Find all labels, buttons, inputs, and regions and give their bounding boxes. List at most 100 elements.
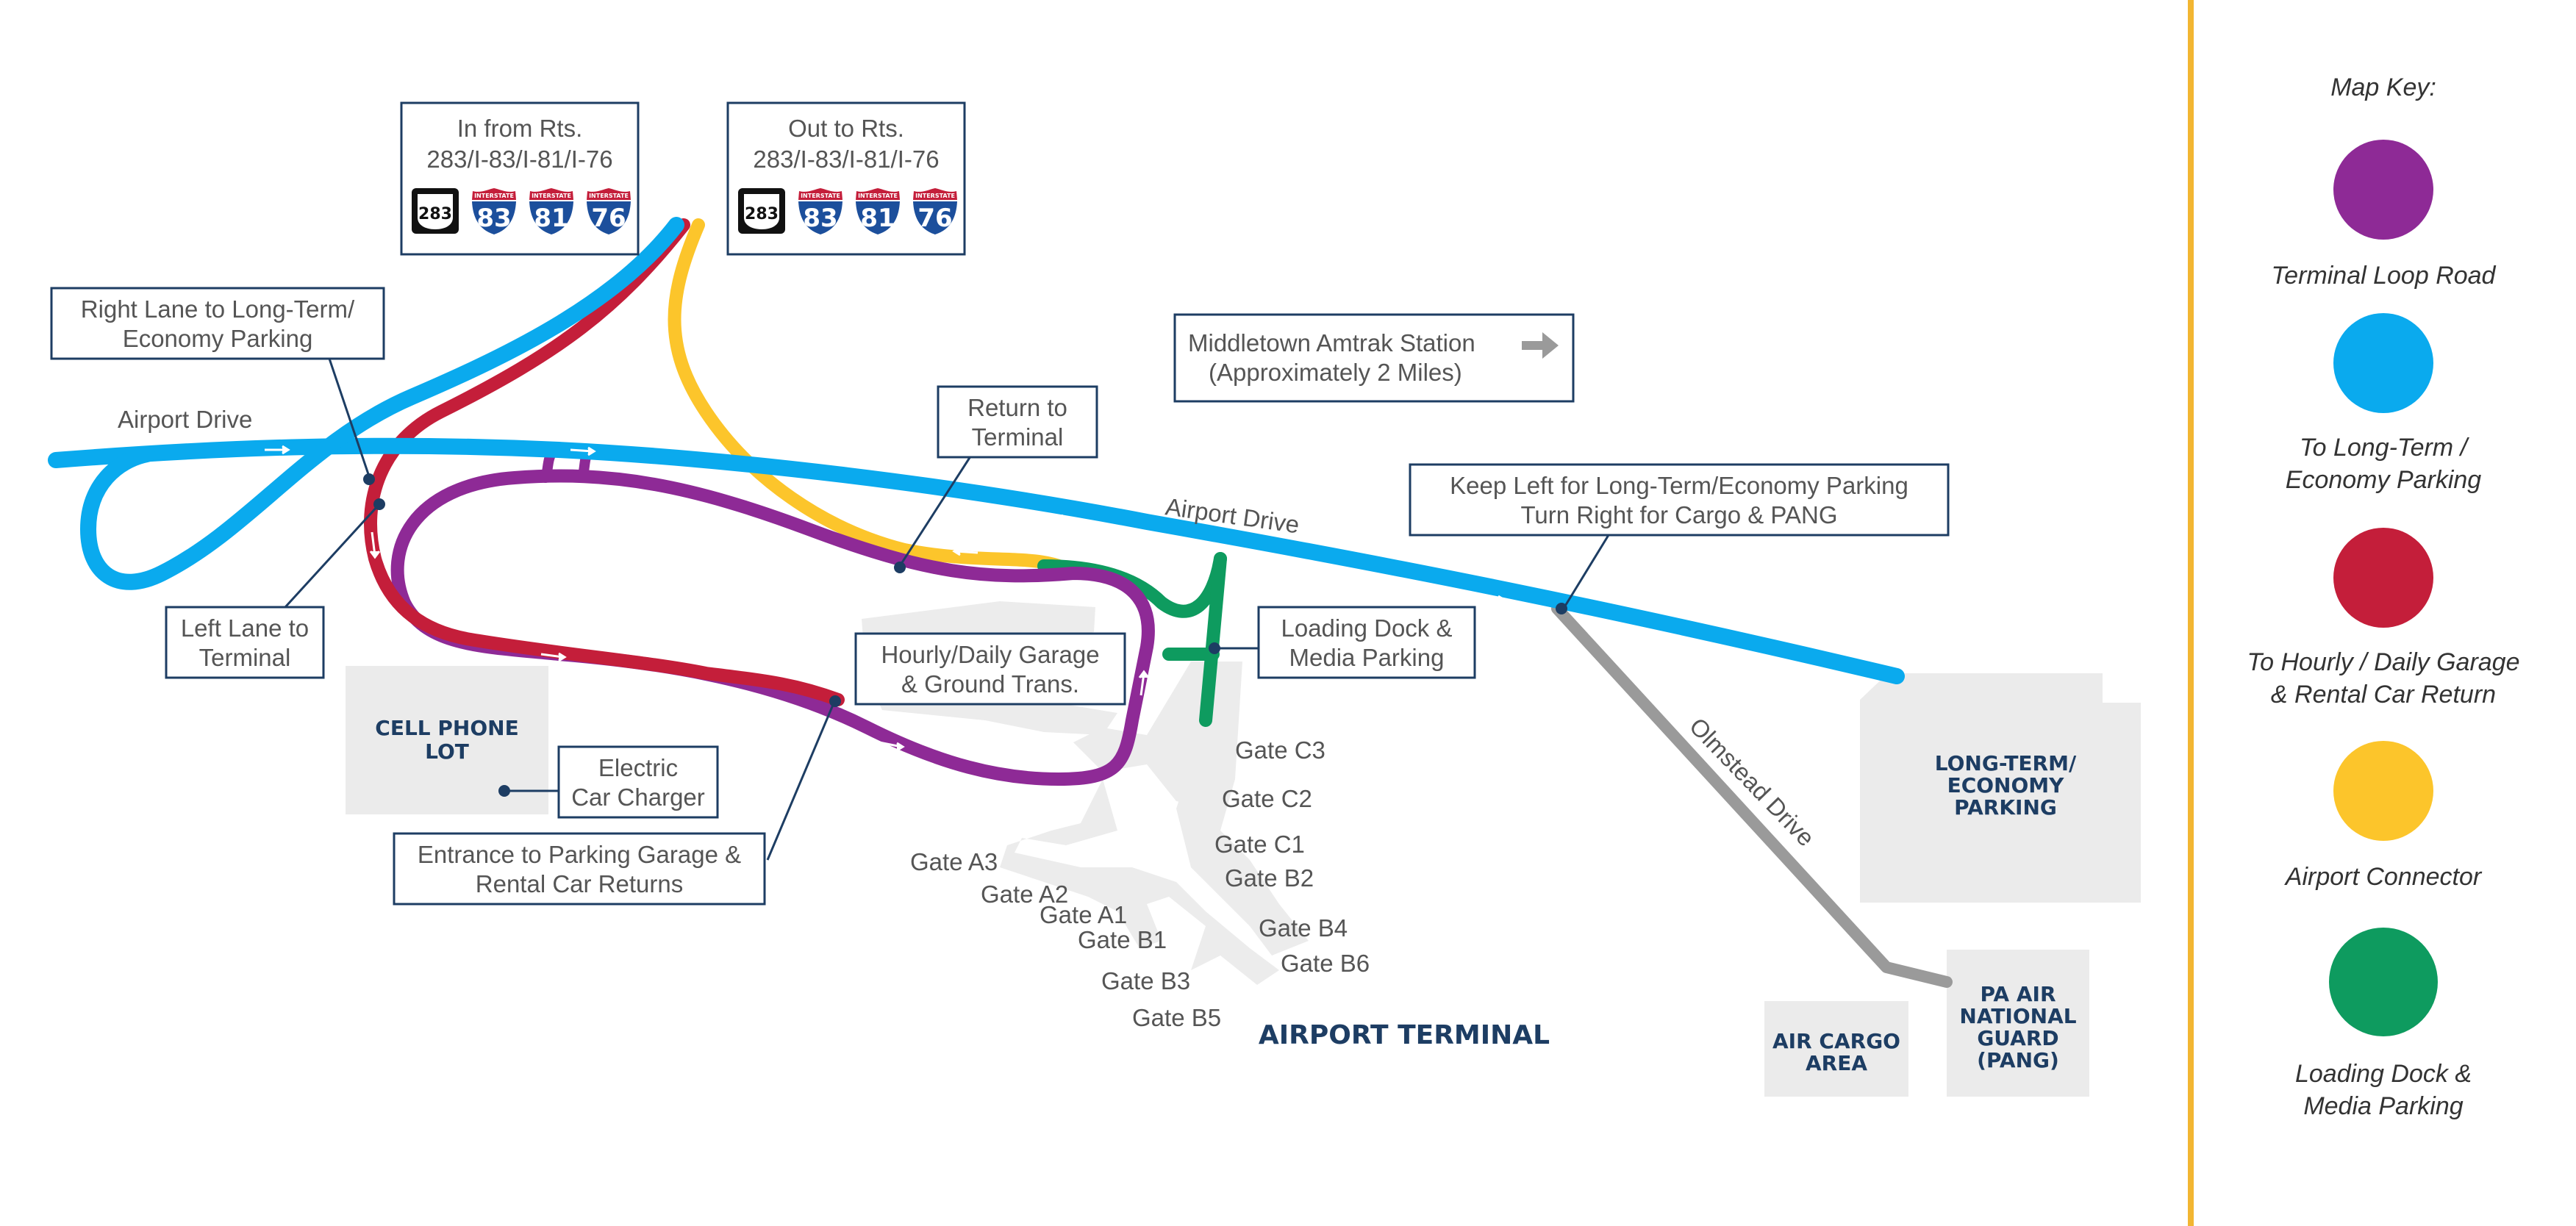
callout-return-terminal: Return to Terminal [937,385,1098,459]
key-swatch-terminal-loop [2333,140,2433,240]
svg-text:Left Lane to: Left Lane to [181,614,309,642]
svg-text:ECONOMY: ECONOMY [1947,773,2065,797]
svg-text:Economy Parking: Economy Parking [123,325,313,352]
svg-text:Loading Dock &: Loading Dock & [1281,614,1453,642]
shield-banner: INTERSTATE [915,193,955,199]
map-key-title: Map Key: [2330,74,2436,101]
svg-text:& Ground Trans.: & Ground Trans. [901,670,1079,698]
callout-hourly-garage: Hourly/Daily Garage & Ground Trans. [854,632,1126,706]
svg-text:Return to: Return to [967,394,1067,421]
gate-label: Gate B4 [1259,914,1348,942]
interstate-shield-icon: INTERSTATE 81 [854,185,902,237]
shield-number: 76 [591,204,626,233]
gate-labels: Gate C3 Gate C2 Gate C1 Gate B2 Gate B4 … [910,736,1370,1031]
pang-area [1947,950,2089,1097]
svg-text:Hourly/Daily Garage: Hourly/Daily Garage [881,641,1099,668]
callout-entrance-garage: Entrance to Parking Garage & Rental Car … [393,832,766,906]
pang-label: PA AIR NATIONAL GUARD (PANG) [1959,982,2076,1072]
shield-number: 83 [803,204,837,233]
svg-text:LOT: LOT [425,739,469,764]
route-shields-in: 283 INTERSTATE 83 INTERSTATE 81 INTERSTATE 76 [412,185,633,237]
long-term-parking-label: LONG-TERM/ ECONOMY PARKING [1935,751,2077,820]
key-label: Loading Dock & [2295,1060,2472,1088]
long-term-parking-area [1860,673,2141,903]
svg-text:AREA: AREA [1806,1051,1867,1075]
key-label: To Hourly / Daily Garage [2247,648,2519,676]
interstate-shield-icon: INTERSTATE 76 [584,185,633,237]
gate-label: Gate A2 [981,881,1068,908]
key-divider [2188,0,2194,1226]
gate-label: Gate B3 [1101,967,1190,994]
svg-text:Terminal: Terminal [972,423,1064,451]
key-label: & Rental Car Return [2271,681,2496,709]
svg-text:Out to Rts.: Out to Rts. [788,115,904,142]
shield-number: 283 [418,205,452,223]
gate-label: Gate A3 [910,848,998,875]
svg-text:Rental Car Returns: Rental Car Returns [476,870,683,897]
hourly-garage-road [364,218,845,706]
gate-label: Gate B5 [1132,1004,1221,1031]
cell-phone-lot-area [346,666,548,814]
svg-text:CELL PHONE: CELL PHONE [375,716,518,740]
state-route-shield-icon: 283 [412,188,459,234]
svg-text:Entrance to Parking Garage &: Entrance to Parking Garage & [418,841,741,868]
key-label: Terminal Loop Road [2272,262,2497,290]
svg-text:(Approximately 2 Miles): (Approximately 2 Miles) [1209,359,1462,386]
callout-keep-left: Keep Left for Long-Term/Economy Parking … [1409,463,1950,537]
shield-number: 76 [917,204,952,233]
gate-label: Gate C1 [1214,831,1305,858]
shield-banner: INTERSTATE [474,193,514,199]
shield-number: 81 [534,204,568,233]
callout-electric-charger: Electric Car Charger [557,745,719,819]
shield-banner: INTERSTATE [589,193,629,199]
olmstead-drive-road [1551,603,1953,988]
air-cargo-label: AIR CARGO AREA [1772,1029,1900,1075]
interstate-shield-icon: INTERSTATE 76 [911,185,959,237]
shield-number: 283 [745,205,779,223]
airport-terminal-label: AIRPORT TERMINAL [1259,1020,1550,1050]
shield-number: 81 [860,204,895,233]
airport-connector-road [668,218,1080,580]
key-label: To Long-Term / [2300,434,2470,462]
svg-text:Middletown Amtrak Station: Middletown Amtrak Station [1188,329,1475,356]
direction-arrows [101,350,1506,752]
svg-text:LONG-TERM/: LONG-TERM/ [1935,751,2077,775]
airport-drive-west-label: Airport Drive [118,406,252,433]
gate-label: Gate B2 [1225,864,1314,892]
leader-dots [363,473,1567,797]
key-label: Airport Connector [2284,863,2483,891]
callout-right-lane: Right Lane to Long-Term/ Economy Parking [50,287,385,360]
svg-text:AIR CARGO: AIR CARGO [1772,1029,1900,1053]
svg-text:In from Rts.: In from Rts. [457,115,583,142]
gate-label: Gate C2 [1222,785,1312,812]
shield-number: 83 [476,204,511,233]
air-cargo-area [1764,1001,1908,1097]
key-swatch-connector [2333,741,2433,841]
svg-text:PARKING: PARKING [1954,795,2057,820]
interstate-shield-icon: INTERSTATE 81 [527,185,576,237]
shield-banner: INTERSTATE [858,193,898,199]
svg-text:NATIONAL: NATIONAL [1959,1004,2076,1028]
svg-text:PA AIR: PA AIR [1980,982,2056,1006]
callout-loading-dock: Loading Dock & Media Parking [1257,606,1476,679]
key-swatch-hourly-garage [2333,528,2433,628]
svg-text:Terminal: Terminal [199,644,291,671]
gate-label: Gate C3 [1235,736,1325,764]
roads [48,217,1953,988]
leader-lines [284,358,1610,861]
key-swatch-loading-dock [2329,928,2438,1036]
state-route-shield-icon: 283 [738,188,785,234]
svg-text:Car Charger: Car Charger [571,784,705,811]
map-key: Map Key: Terminal Loop Road To Long-Term… [2247,74,2519,1120]
cell-phone-lot-label: CELL PHONE LOT [375,716,518,764]
interstate-shield-icon: INTERSTATE 83 [470,185,518,237]
shield-banner: INTERSTATE [532,193,571,199]
svg-text:(PANG): (PANG) [1977,1048,2059,1072]
svg-text:Turn Right for Cargo & PANG: Turn Right for Cargo & PANG [1521,501,1838,528]
svg-text:Media Parking: Media Parking [1289,644,1445,671]
svg-text:GUARD: GUARD [1977,1026,2058,1050]
svg-text:Electric: Electric [598,754,678,781]
olmstead-drive-label: Olmstead Drive [1684,712,1820,851]
